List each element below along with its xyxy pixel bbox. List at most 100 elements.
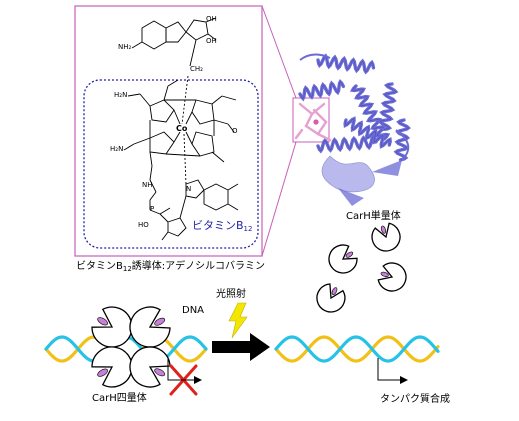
beta-strand-1 — [372, 160, 402, 176]
dna-strand-yellow — [274, 335, 440, 363]
callout-frame — [74, 5, 330, 257]
free-monomer-4-ligand — [331, 287, 338, 295]
ligand-bond-6 — [310, 102, 326, 116]
helix-4-edge — [299, 81, 344, 100]
dna-strand-cyan — [274, 335, 440, 363]
tetramer-monomer-4-body — [129, 346, 171, 388]
free-monomer-2-ligand — [345, 251, 354, 258]
amide-label-2: H₂N — [110, 145, 124, 153]
transcription-arrow-right — [377, 358, 408, 384]
tetramer-monomer-1-body — [91, 306, 133, 348]
ligand-bond-8 — [294, 128, 304, 140]
dna-label: DNA — [182, 305, 205, 316]
ring-c — [191, 131, 215, 157]
ribose-oh-label-1: OH — [206, 15, 217, 23]
free-monomer-4 — [316, 283, 346, 313]
benzimidazole-6ring — [203, 183, 229, 211]
free-monomer-3-ligand — [380, 271, 389, 278]
adenine-pyrimidine-ring — [141, 20, 167, 50]
loop-1 — [299, 53, 331, 61]
ligand-bond-1 — [298, 102, 314, 116]
helix-6 — [343, 116, 392, 149]
free-monomer-2-body — [328, 244, 358, 274]
cobalt-label: Co — [176, 124, 188, 133]
tetramer-monomer-1 — [91, 306, 133, 348]
ligand-bond-4 — [316, 120, 328, 136]
helix-7 — [393, 118, 411, 162]
phosphate-label: P — [150, 205, 155, 213]
helix-4 — [298, 78, 346, 102]
ribose-ring — [185, 19, 209, 41]
callout-line-bottom — [261, 141, 297, 257]
ring-b — [191, 99, 215, 125]
ligand-bond-3 — [304, 124, 320, 136]
beta-sheet-region — [321, 155, 375, 193]
adenosylcobalamin-caption: ビタミンB12誘導体:アデノシルコバラミン — [76, 262, 265, 273]
light-irradiation-label: 光照射 — [216, 289, 246, 300]
helix-7-edge — [395, 119, 409, 161]
benzimidazole-5ring — [185, 179, 205, 199]
ligand-bond-2 — [304, 112, 314, 128]
helix-5-edge — [317, 136, 377, 152]
helix-3-edge — [379, 83, 397, 130]
tetramer-monomer-3-body — [91, 346, 133, 388]
caption-suffix: 誘導体:アデノシルコバラミン — [131, 261, 265, 272]
ch2-bond — [189, 39, 197, 67]
tetramer-monomer-3-ligand — [97, 368, 108, 377]
tetramer-monomer-4 — [129, 346, 171, 388]
free-monomer-1-ligand — [380, 225, 387, 234]
helix-3 — [377, 82, 399, 132]
nh-label: NH — [142, 181, 153, 189]
adenine-amine-label: NH₂ — [118, 43, 132, 51]
adenosine-structure — [131, 17, 217, 67]
vitamin-b12-subscript: 12 — [243, 225, 253, 233]
process-arrow — [212, 333, 270, 361]
co-n-axial-bond — [183, 133, 187, 185]
carh-monomer-ribbon — [294, 53, 411, 206]
adenine-imidazole-ring — [165, 21, 187, 43]
ch2-label: CH₂ — [190, 65, 203, 73]
helix-6-edge — [344, 118, 391, 147]
free-monomers — [316, 222, 407, 313]
free-monomer-3 — [377, 262, 407, 292]
ligand-cobalt-atom — [313, 119, 319, 125]
carh-tetramer — [91, 306, 171, 388]
free-monomer-1 — [371, 222, 401, 252]
carh-monomer-label: CarH単量体 — [346, 211, 401, 222]
amide-o-label: O — [232, 127, 238, 135]
free-monomer-2 — [328, 244, 358, 274]
helix-1 — [316, 53, 376, 75]
amine-bond — [131, 41, 143, 49]
bound-ligand-sticks — [294, 102, 332, 142]
ring-d — [149, 131, 175, 155]
amide-label-1: H₂N — [114, 91, 128, 99]
transcription-arrow-left — [167, 358, 202, 384]
tetramer-monomer-3 — [91, 346, 133, 388]
tetramer-monomer-2-body — [129, 306, 171, 348]
carh-tetramer-label: CarH四量体 — [92, 393, 147, 404]
dna-helix-right — [274, 335, 440, 363]
protein-synthesis-label: タンパク質合成 — [380, 394, 450, 405]
loop-2 — [395, 129, 410, 161]
free-monomer-1-body — [371, 222, 401, 252]
nucleotide-ribose-ring — [167, 217, 187, 237]
vitamin-b12-label: ビタミンB12 — [192, 220, 252, 233]
ligand-bond-7 — [316, 132, 332, 142]
ring-a — [149, 99, 175, 123]
structure-frame — [74, 5, 263, 257]
ribose-oh-label-2: OH — [206, 37, 217, 45]
corrin-ring-structure — [123, 75, 239, 241]
tetramer-monomer-1-ligand — [97, 317, 108, 326]
tetramer-monomer-4-ligand — [154, 368, 166, 377]
caption-prefix: ビタミンB — [76, 261, 123, 272]
helix-1-edge — [317, 55, 374, 73]
helix-5 — [316, 134, 378, 154]
beta-strand-2 — [338, 188, 364, 206]
light-bolt-icon — [228, 302, 248, 339]
tetramer-monomer-2-ligand — [154, 317, 166, 326]
benzimidazole-n-label: N — [186, 185, 192, 193]
free-monomer-3-body — [377, 262, 407, 292]
callout-line-top — [261, 5, 297, 99]
